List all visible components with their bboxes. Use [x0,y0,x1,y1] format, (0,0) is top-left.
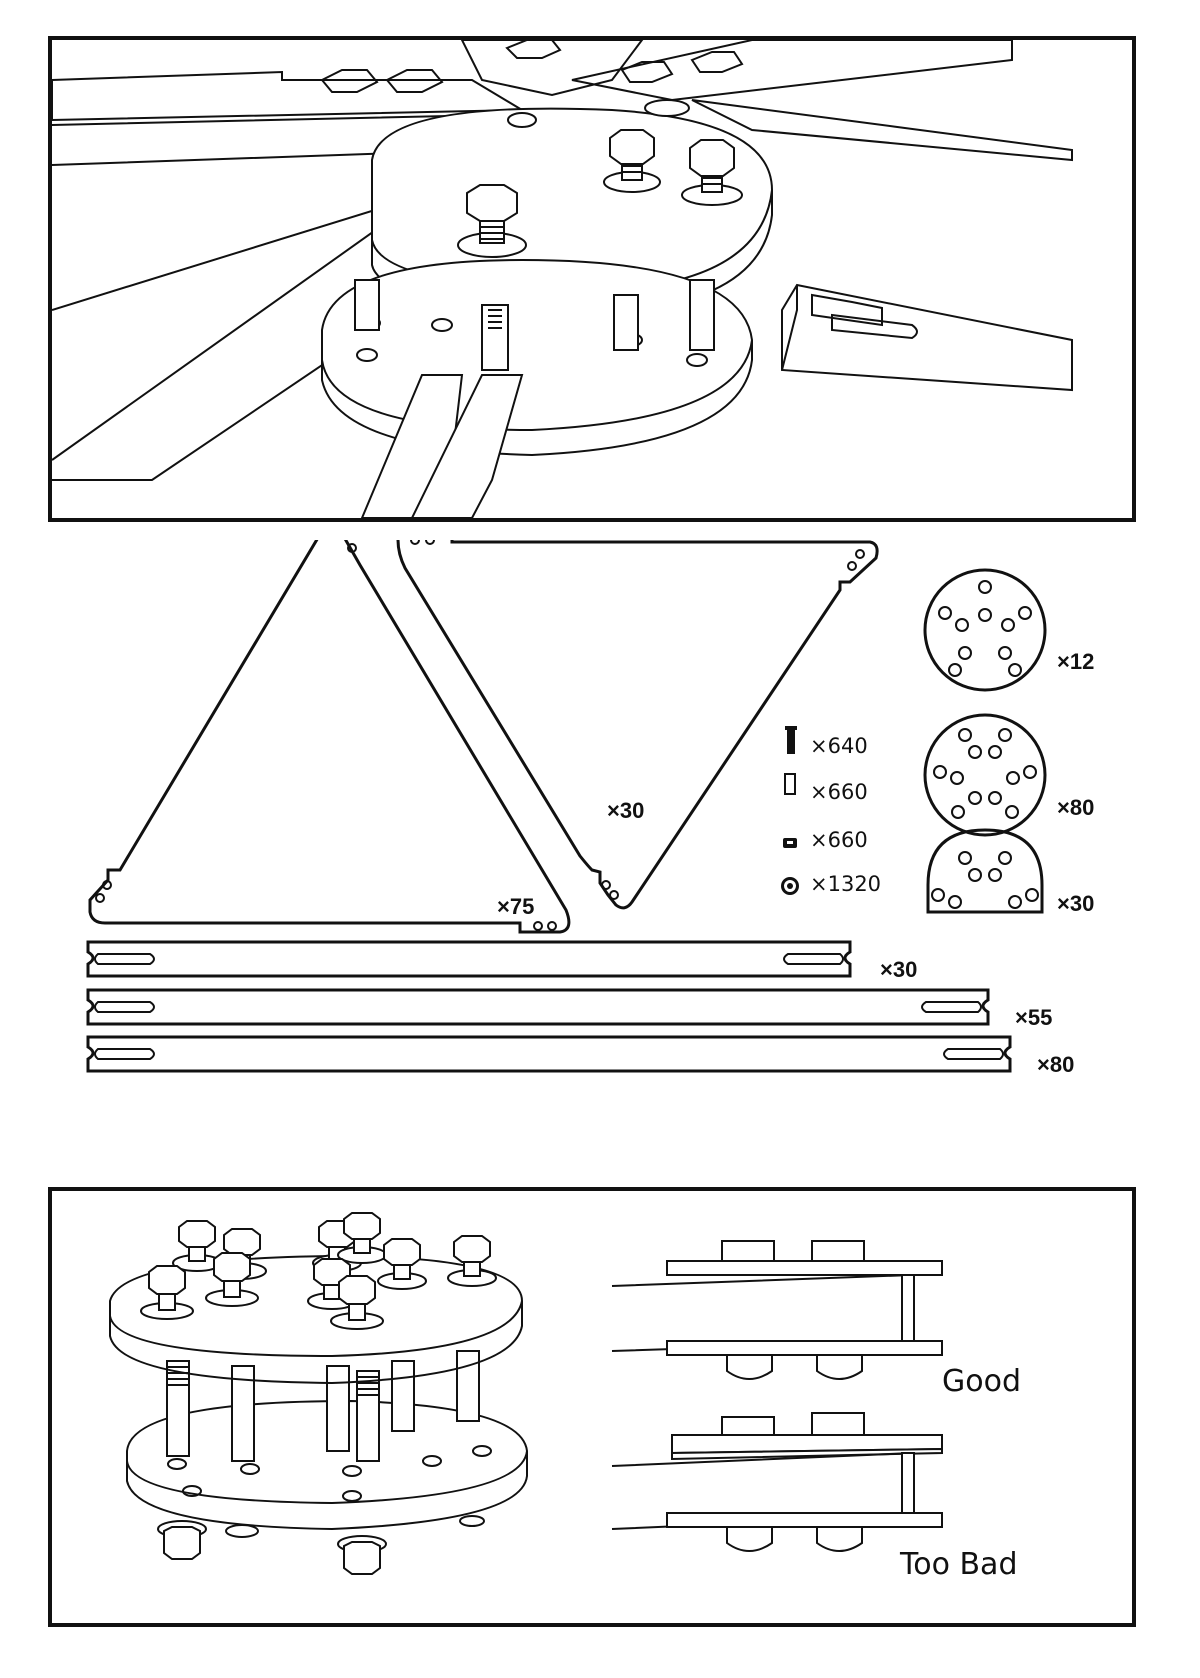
nut-qty: ×660 [810,828,868,852]
hardware-list: ×640 ×660 ×660 ×1320 [781,726,881,896]
assembly-hub-illustration [48,36,1136,522]
disc-plate-full: ×12 [923,568,1094,692]
triangle-panel-right: ×30 [396,540,879,910]
spacer-columns [354,279,715,371]
strut-long: ×80 [86,1035,1074,1077]
bottom-nuts [157,1515,485,1575]
bolt-qty: ×640 [810,734,868,758]
spacer-icon [784,773,796,795]
washer-qty: ×1320 [810,872,881,896]
parts-list-drawing: ×75 ×30 ×640 ×660 [86,540,1094,1077]
strut-short-qty: ×30 [880,957,917,982]
disc-plate-half: ×30 [926,828,1094,916]
hub-line-drawing [52,40,1073,518]
triangle-left-qty: ×75 [497,894,534,919]
top-bolts [140,1212,497,1330]
strut-mid-qty: ×55 [1015,1005,1052,1030]
strut-long-qty: ×80 [1037,1052,1074,1077]
strut-short: ×30 [86,940,917,982]
top-disc-bolts [457,99,743,258]
spacer-qty: ×660 [810,780,868,804]
disc-full-qty: ×12 [1057,649,1094,674]
assembled-hub [109,1212,529,1575]
disc-dense-qty: ×80 [1057,795,1094,820]
bolt-icon [785,726,797,754]
disc-half-qty: ×30 [1057,891,1094,916]
disc-plate-dense: ×80 [923,713,1094,837]
strut-mid: ×55 [86,988,1052,1030]
bolt-tightening-guide: Good Too Bad [48,1187,1136,1627]
too-bad-label: Too Bad [899,1547,1017,1582]
nut-icon [783,838,797,848]
guide-drawing: Good Too Bad [109,1212,1021,1582]
parts-list: ×75 ×30 ×640 ×660 [0,540,1200,1180]
triangle-right-qty: ×30 [607,798,644,823]
joint-good-diagram: Good [611,1240,1021,1399]
good-label: Good [942,1364,1021,1399]
washer-icon [781,877,799,895]
triangle-panel-left: ×75 [88,540,571,934]
joint-bad-diagram: Too Bad [611,1412,1017,1582]
